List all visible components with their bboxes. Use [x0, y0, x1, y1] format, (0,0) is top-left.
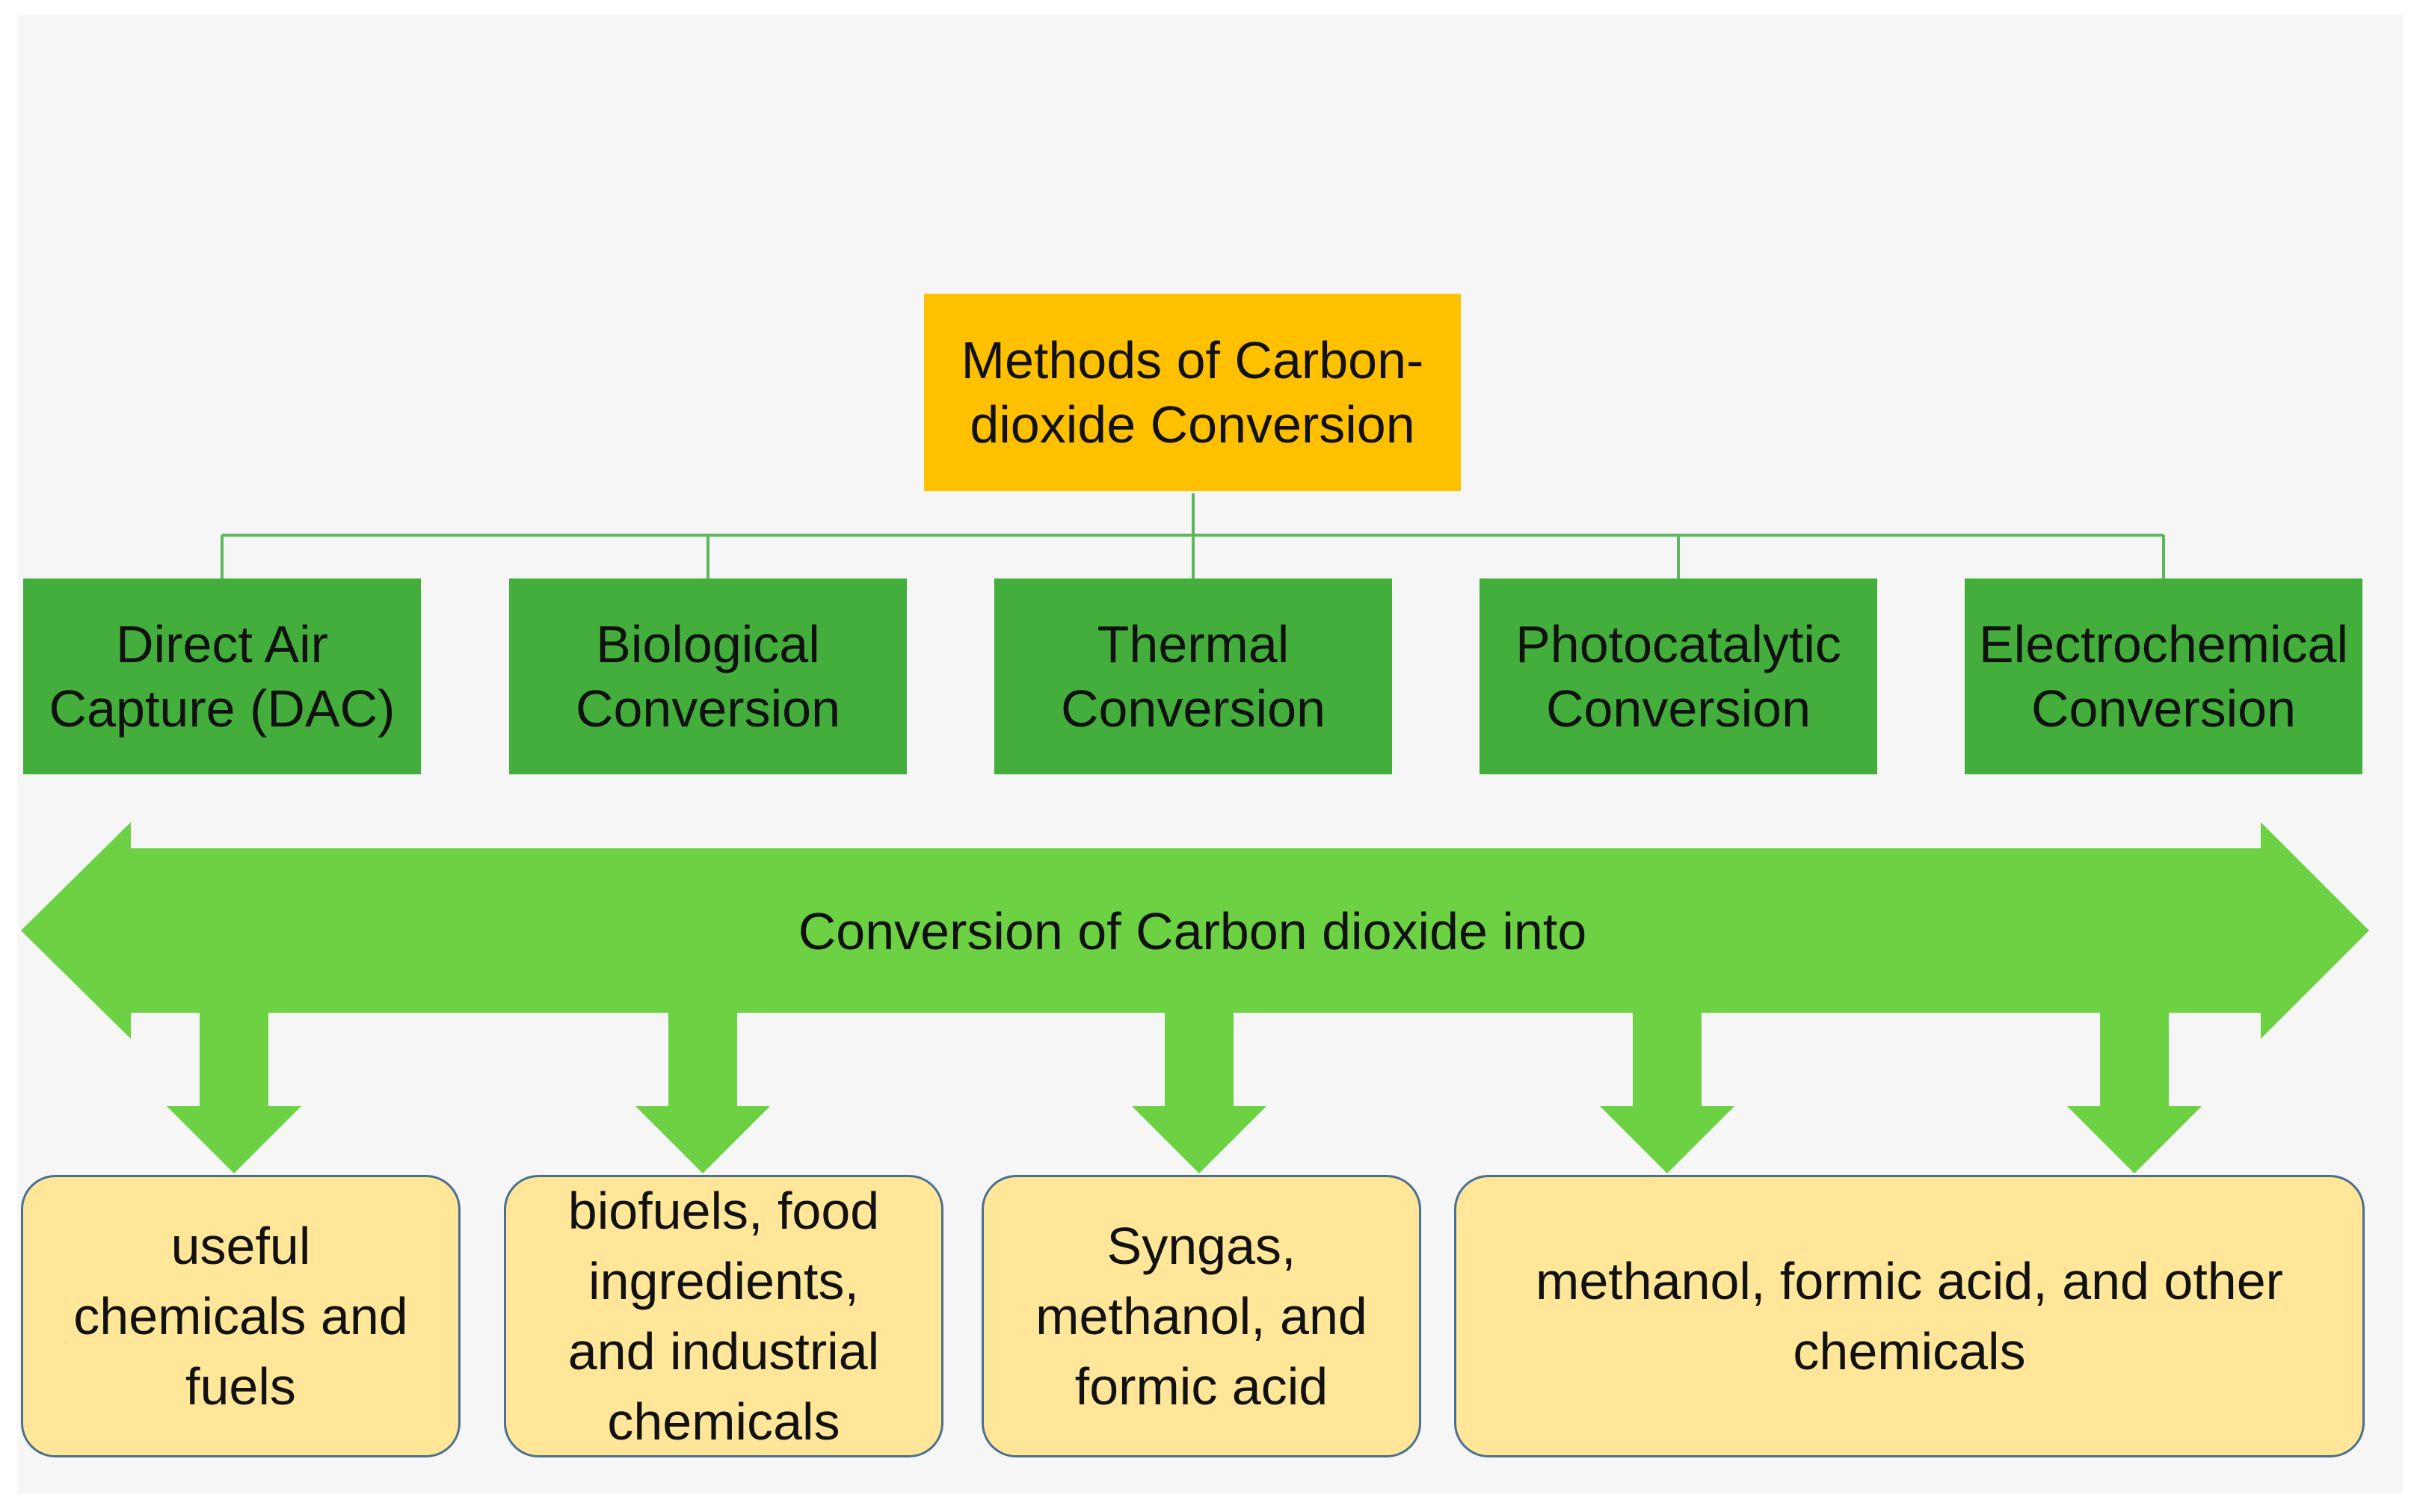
down-arrow-1: [635, 1005, 770, 1173]
method-node-biological: Biological Conversion: [509, 578, 907, 774]
output-node-chemicals-fuels: useful chemicals and fuels: [21, 1175, 461, 1457]
method-node-electrochemical: Electrochemical Conversion: [1965, 578, 2362, 774]
root-node: Methods of Carbon- dioxide Conversion: [924, 294, 1461, 491]
conversion-band-label: Conversion of Carbon dioxide into: [798, 902, 1587, 960]
down-arrow-2: [1132, 1005, 1266, 1173]
output-node-syngas: Syngas, methanol, and formic acid: [982, 1175, 1421, 1457]
tree-connectors: [221, 493, 2165, 578]
output-node-methanol-formic: methanol, formic acid, and other chemica…: [1454, 1175, 2365, 1457]
method-node-thermal: Thermal Conversion: [994, 578, 1392, 774]
down-arrows: [167, 1005, 2202, 1173]
output-node-biofuels: biofuels, food ingredients, and industri…: [504, 1175, 943, 1457]
down-arrow-0: [167, 1005, 301, 1173]
method-node-photocatalytic: Photocatalytic Conversion: [1480, 578, 1877, 774]
double-headed-arrow: [21, 822, 2369, 1039]
method-node-dac: Direct Air Capture (DAC): [23, 578, 421, 774]
down-arrow-4: [2067, 1005, 2202, 1173]
down-arrow-3: [1600, 1005, 1734, 1173]
